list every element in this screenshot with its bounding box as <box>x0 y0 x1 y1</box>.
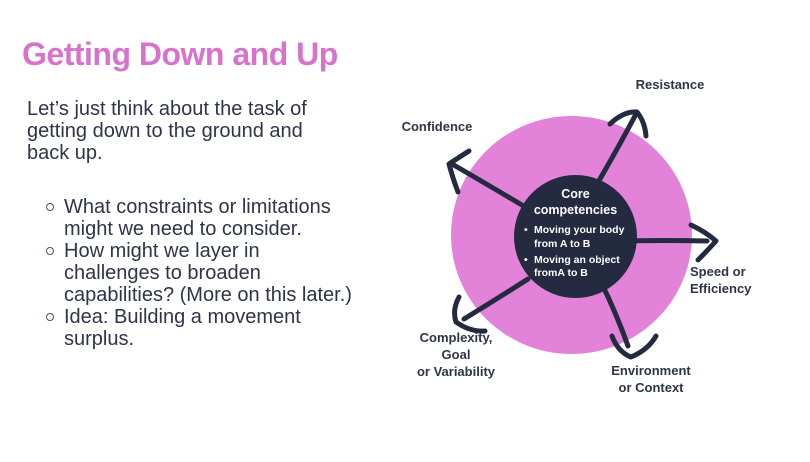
spoke-label-line: Environment <box>611 363 691 378</box>
core-competency-item: • Moving an object fromA to B <box>524 253 629 281</box>
bullet-line: What constraints or limitations <box>64 196 331 218</box>
intro-line: back up. <box>27 142 103 164</box>
spoke-label-resistance: Resistance <box>608 77 732 94</box>
list-item: Idea: Building a movement surplus. <box>46 306 352 350</box>
core-competencies-circle: Core competencies • Moving your body fro… <box>514 175 637 298</box>
arrow-complexity-icon <box>452 276 531 334</box>
intro-paragraph: Let’s just think about the task of getti… <box>27 98 307 164</box>
spoke-label-line: Complexity, <box>419 330 493 345</box>
core-competency-item: • Moving your body from A to B <box>524 224 629 251</box>
core-competency-list: • Moving your body from A to B • Moving … <box>514 224 637 281</box>
spoke-label-line: Efficiency <box>690 280 752 296</box>
spoke-label-line: Resistance <box>635 77 705 92</box>
core-competency-text: Moving an object fromA to B <box>534 253 620 280</box>
spoke-label-line: Goal <box>441 346 471 362</box>
arrow-environment-icon <box>598 279 659 360</box>
spoke-label-line: Speed or <box>690 264 746 279</box>
bullet-dot-icon: • <box>524 253 528 266</box>
spoke-label-line: or Context <box>618 379 684 395</box>
spoke-label-complexity-goal-or-variability: Complexity, Goal or Variability <box>400 330 512 381</box>
spoke-label-environment-or-context: Environment or Context <box>592 363 710 397</box>
core-heading: Core competencies <box>533 187 618 217</box>
list-item: What constraints or limitations might we… <box>46 196 352 240</box>
bullet-line: might we need to consider. <box>64 218 302 240</box>
circle-bullet-icon <box>46 247 54 255</box>
spoke-label-speed-or-efficiency: Speed or Efficiency <box>690 264 751 298</box>
core-competency-text: Moving your body from A to B <box>534 224 625 250</box>
spoke-label-line: or Variability <box>416 363 496 379</box>
bullet-dot-icon: • <box>524 224 528 237</box>
intro-line: Let’s just think about the task of <box>27 98 307 120</box>
spoke-label-confidence: Confidence <box>379 119 495 136</box>
bullet-line: Idea: Building a movement <box>64 306 301 328</box>
bullet-line: capabilities? (More on this later.) <box>64 284 352 306</box>
intro-line: getting down to the ground and <box>27 120 303 142</box>
page-title: Getting Down and Up <box>22 36 338 72</box>
bullet-line: surplus. <box>64 328 135 350</box>
bullet-line: challenges to broaden <box>64 262 261 284</box>
spoke-label-line: Confidence <box>401 119 473 134</box>
bullet-line: How might we layer in <box>64 240 260 262</box>
list-item: How might we layer in challenges to broa… <box>46 240 352 306</box>
circle-bullet-icon <box>46 203 54 211</box>
circle-bullet-icon <box>46 313 54 321</box>
bullet-list: What constraints or limitations might we… <box>46 196 352 350</box>
